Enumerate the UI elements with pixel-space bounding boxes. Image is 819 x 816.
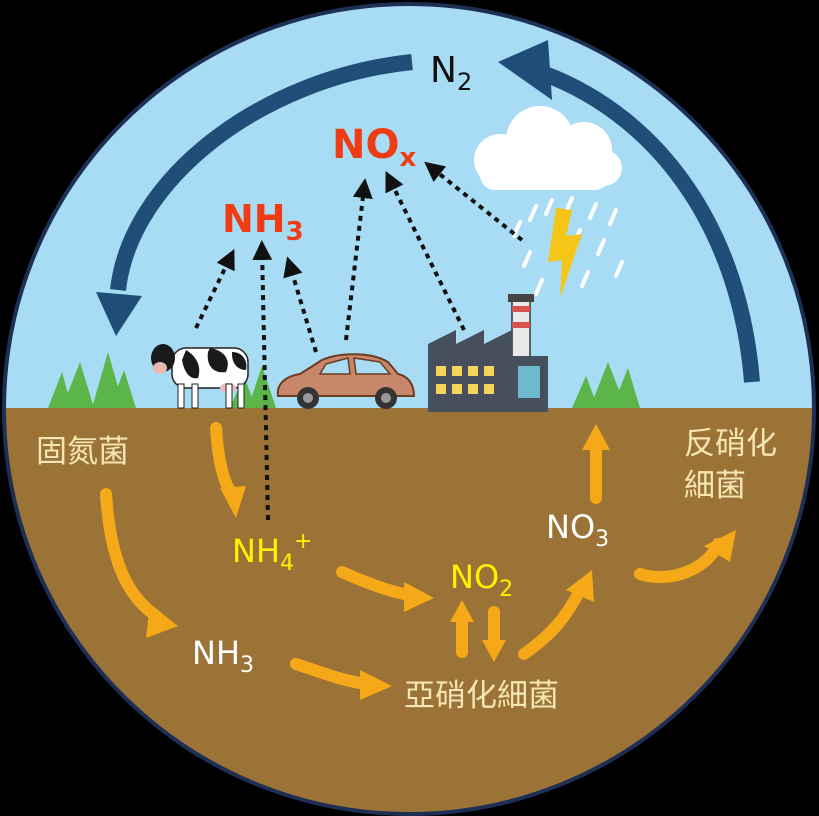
nitrite-bacteria-label: 亞硝化細菌: [404, 678, 559, 714]
no2-label: NO2: [450, 558, 513, 602]
n2-cycle-arrow: [96, 40, 760, 383]
emission-arrows: [194, 161, 524, 521]
no3-label: NO3: [546, 508, 609, 552]
car-icon: [276, 353, 416, 409]
nh3-soil-label: NH3: [192, 634, 254, 678]
nox-label: NOx: [332, 122, 416, 173]
denitrifying-bacteria-label-line2: 細菌: [684, 468, 746, 504]
denitrifying-bacteria-label-line1: 反硝化: [684, 426, 777, 462]
cow-icon: [151, 344, 249, 409]
lightning-icon: [548, 208, 582, 298]
nh3-atmosphere-label: NH3: [222, 197, 304, 247]
nh4-label: NH4+: [232, 529, 312, 576]
grass-icon: [48, 352, 640, 408]
cloud-icon: [474, 106, 622, 190]
soil-arrowheads: [146, 424, 736, 700]
factory-icon: [428, 294, 548, 412]
n2-label: N2: [430, 50, 472, 96]
nitrogen-fixing-bacteria-label: 固氮菌: [36, 434, 129, 470]
